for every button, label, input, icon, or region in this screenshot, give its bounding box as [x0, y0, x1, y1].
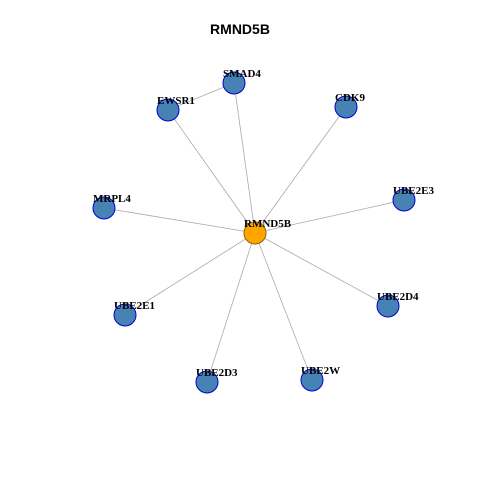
- nodes-layer: [92, 71, 416, 394]
- node-smad4[interactable]: [222, 71, 246, 95]
- node-label-rmnd5b: RMND5B: [244, 218, 292, 230]
- edge-rmnd5b-ube2e1: [124, 232, 256, 316]
- node-cdk9[interactable]: [334, 95, 358, 119]
- node-label-ube2e3: UBE2E3: [393, 185, 434, 197]
- edge-rmnd5b-ube2w: [254, 232, 313, 381]
- edge-rmnd5b-cdk9: [254, 106, 347, 234]
- node-ube2d4[interactable]: [376, 294, 400, 318]
- node-label-ube2d3: UBE2D3: [196, 367, 238, 379]
- diagram-title: RMND5B: [210, 21, 270, 37]
- node-mrpl4[interactable]: [92, 196, 116, 220]
- node-ewsr1[interactable]: [156, 98, 180, 122]
- node-label-ewsr1: EWSR1: [157, 95, 195, 107]
- node-ube2d3[interactable]: [195, 370, 219, 394]
- edge-rmnd5b-mrpl4: [103, 207, 256, 234]
- edge-rmnd5b-ube2d4: [254, 232, 389, 307]
- node-label-cdk9: CDK9: [335, 92, 365, 104]
- node-label-smad4: SMAD4: [223, 68, 261, 80]
- node-ube2w[interactable]: [300, 368, 324, 392]
- edge-rmnd5b-ube2e3: [254, 199, 405, 234]
- node-ube2e1[interactable]: [113, 303, 137, 327]
- edge-smad4-ewsr1: [167, 82, 235, 111]
- node-label-ube2w: UBE2W: [301, 365, 340, 377]
- node-label-ube2e1: UBE2E1: [114, 300, 155, 312]
- node-label-mrpl4: MRPL4: [93, 193, 131, 205]
- edge-rmnd5b-ewsr1: [167, 109, 256, 234]
- edge-rmnd5b-ube2d3: [206, 232, 256, 383]
- node-rmnd5b[interactable]: [243, 221, 267, 245]
- edge-rmnd5b-smad4: [233, 82, 256, 234]
- node-ube2e3[interactable]: [392, 188, 416, 212]
- node-label-ube2d4: UBE2D4: [377, 291, 419, 303]
- edges-layer: [103, 82, 405, 383]
